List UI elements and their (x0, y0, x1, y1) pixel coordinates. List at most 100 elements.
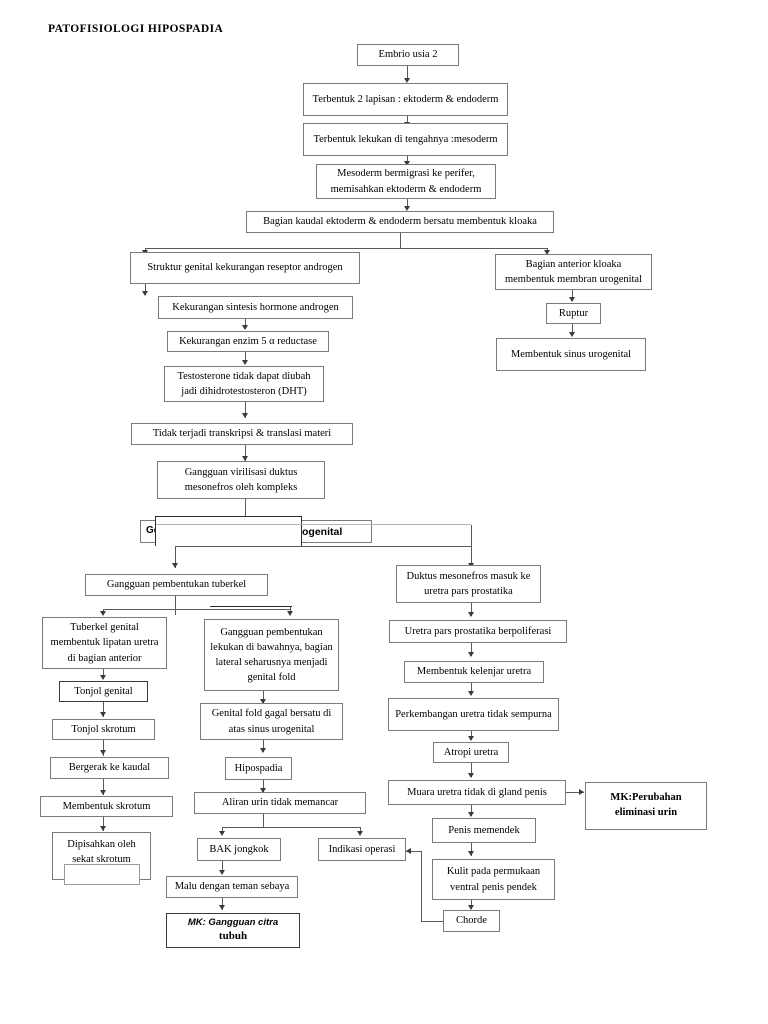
connector (103, 702, 104, 717)
arrow-icon (468, 812, 474, 817)
connector (471, 763, 472, 777)
node-indikasi-operasi: Indikasi operasi (318, 838, 406, 861)
connector (222, 898, 223, 910)
arrow-icon (468, 612, 474, 617)
arrow-icon (100, 790, 106, 795)
connector (471, 731, 472, 740)
connector (245, 499, 246, 521)
connector (263, 780, 264, 792)
arrow-icon (260, 788, 266, 793)
connector (471, 843, 472, 856)
arrow-icon (468, 736, 474, 741)
connector (572, 290, 573, 301)
connector (222, 827, 361, 828)
node-bak-jongkok: BAK jongkok (197, 838, 281, 861)
connector (566, 792, 584, 793)
node-dua-lapisan: Terbentuk 2 lapisan : ektoderm & endoder… (303, 83, 508, 116)
connector (222, 861, 223, 874)
connector (175, 546, 472, 547)
arrow-icon (260, 748, 266, 753)
connector (263, 691, 264, 703)
node-uretra-berpoliferasi: Uretra pars prostatika berpoliferasi (389, 620, 567, 643)
arrow-icon (242, 360, 248, 365)
connector (245, 402, 246, 418)
connector (471, 643, 472, 656)
arrow-icon (100, 611, 106, 616)
connector (572, 324, 573, 336)
node-muara-uretra: Muara uretra tidak di gland penis (388, 780, 566, 805)
arrow-icon (100, 750, 106, 755)
connector (145, 248, 547, 249)
arrow-icon (468, 773, 474, 778)
connector (360, 827, 361, 833)
connector (290, 606, 291, 614)
arrow-icon (219, 870, 225, 875)
node-mesoderm-migrasi: Mesoderm bermigrasi ke perifer, memisahk… (316, 164, 496, 199)
node-anterior-kloaka: Bagian anterior kloaka membentuk membran… (495, 254, 652, 290)
node-chorde: Chorde (443, 910, 500, 932)
connector (103, 779, 104, 795)
node-gangguan-tuberkel: Gangguan pembentukan tuberkel (85, 574, 268, 596)
node-kekurangan-enzim: Kekurangan enzim 5 α reductase (167, 331, 329, 352)
arrow-icon (100, 826, 106, 831)
white-occlusion-rect (155, 516, 302, 546)
mk-eliminasi-line1: MK:Perubahan (610, 792, 682, 804)
arrow-icon (468, 851, 474, 856)
arrow-icon (100, 675, 106, 680)
node-aliran-urin: Aliran urin tidak memancar (194, 792, 366, 814)
mk-citra-line1: MK: Gangguan citra (187, 916, 279, 928)
connector (407, 116, 408, 125)
arrow-icon (579, 789, 584, 795)
arrow-icon (142, 291, 148, 296)
node-malu-teman: Malu dengan teman sebaya (166, 876, 298, 898)
connector (103, 740, 104, 756)
node-struktur-genital: Struktur genital kekurangan reseptor and… (130, 252, 360, 284)
arrow-icon (404, 161, 410, 166)
arrow-icon (468, 905, 474, 910)
connector (245, 319, 246, 329)
node-sinus-urogenital: Membentuk sinus urogenital (496, 338, 646, 371)
node-embrio: Embrio usia 2 (357, 44, 459, 66)
node-kekurangan-sintesis: Kekurangan sintesis hormone androgen (158, 296, 353, 319)
connector (210, 606, 292, 607)
connector (407, 199, 408, 209)
node-mk-gangguan-citra: MK: Gangguan citra tubuh (166, 913, 300, 948)
connector (421, 921, 444, 922)
arrow-icon (219, 905, 225, 910)
node-genital-fold-gagal: Genital fold gagal bersatu di atas sinus… (200, 703, 343, 740)
connector (471, 525, 472, 565)
node-testosterone: Testosterone tidak dapat diubah jadi dih… (164, 366, 324, 402)
arrow-icon (260, 699, 266, 704)
connector (471, 900, 472, 909)
connector (175, 546, 176, 568)
connector (145, 284, 146, 295)
arrow-icon (544, 250, 550, 255)
arrow-icon (172, 563, 178, 568)
connector (175, 596, 176, 615)
node-penis-memendek: Penis memendek (432, 818, 536, 843)
arrow-icon (242, 456, 248, 461)
arrow-icon (242, 325, 248, 330)
node-tidak-transkripsi: Tidak terjadi transkripsi & translasi ma… (131, 423, 353, 445)
connector (245, 352, 246, 364)
connector (471, 603, 472, 616)
node-tonjol-skrotum: Tonjol skrotum (52, 719, 155, 740)
connector (245, 445, 246, 461)
arrow-icon (569, 332, 575, 337)
arrow-icon (357, 831, 363, 836)
node-membentuk-skrotum: Membentuk skrotum (40, 796, 173, 817)
node-mk-perubahan-eliminasi: MK:Perubahan eliminasi urin (585, 782, 707, 830)
node-duktus-mesonefros: Duktus mesonefros masuk ke uretra pars p… (396, 565, 541, 603)
connector (421, 851, 422, 922)
page-title: PATOFISIOLOGI HIPOSPADIA (48, 23, 224, 35)
mk-citra-line2: tubuh (218, 930, 248, 943)
connector (471, 805, 472, 816)
connector (471, 683, 472, 695)
connector (263, 740, 264, 752)
node-perkembangan-uretra: Perkembangan uretra tidak sempurna (388, 698, 559, 731)
arrow-icon (468, 652, 474, 657)
node-kelenjar-uretra: Membentuk kelenjar uretra (404, 661, 544, 683)
arrow-icon (404, 78, 410, 83)
urogenital-text-left: Ge (146, 525, 160, 537)
